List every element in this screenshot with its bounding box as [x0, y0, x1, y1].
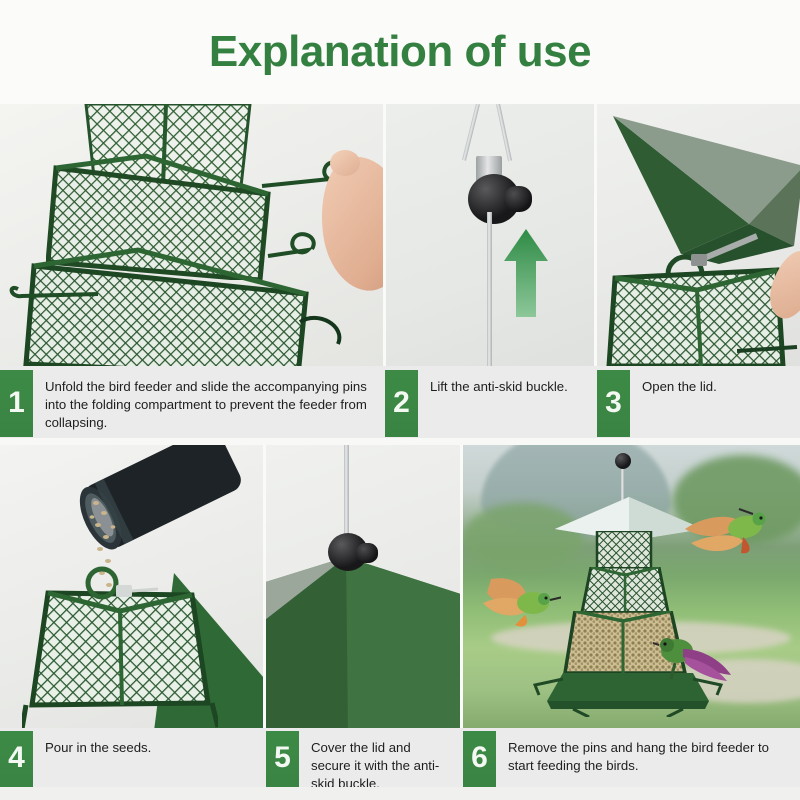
falling-seeds — [78, 497, 148, 597]
step-3-number: 3 — [597, 370, 630, 437]
feeder-roof — [555, 497, 703, 541]
step-3-text: Open the lid. — [642, 379, 717, 394]
anti-skid-buckle-ear — [356, 543, 378, 563]
step-5-photo — [266, 445, 460, 728]
feeder-cage — [601, 264, 791, 366]
step-5-text: Cover the lid and secure it with the ant… — [311, 740, 440, 792]
step-6-text: Remove the pins and hang the bird feeder… — [508, 740, 769, 774]
hummingbird-left — [475, 573, 561, 635]
anti-skid-buckle — [615, 453, 631, 469]
step-2-number: 2 — [385, 370, 418, 437]
title-bar: Explanation of use — [0, 0, 800, 104]
step-4-number: 4 — [0, 731, 33, 787]
feeder-middle-tier — [577, 567, 673, 617]
step-5-number: 5 — [266, 731, 299, 787]
step-2-caption: 2 Lift the anti-skid buckle. — [385, 370, 590, 437]
anti-skid-buckle-ear — [504, 186, 532, 212]
step-3-photo — [597, 104, 800, 366]
row-divider — [0, 438, 800, 445]
step-4-photo — [0, 445, 263, 728]
step-5-caption: 5 Cover the lid and secure it with the a… — [266, 731, 460, 792]
cable — [344, 445, 349, 557]
tree-cluster — [463, 503, 583, 573]
feeder-cage — [22, 577, 218, 728]
step-6-caption: 6 Remove the pins and hang the bird feed… — [463, 731, 800, 787]
step-1-text: Unfold the bird feeder and slide the acc… — [45, 379, 367, 431]
step-4-text: Pour in the seeds. — [45, 740, 152, 755]
up-arrow-icon — [504, 229, 548, 317]
cable-lower — [487, 212, 492, 366]
step-1-number: 1 — [0, 370, 33, 437]
feeder-seed-chamber — [559, 611, 689, 677]
feeder-base-tray — [533, 673, 723, 717]
closed-pyramid-lid — [266, 557, 460, 728]
step-4-caption: 4 Pour in the seeds. — [0, 731, 263, 787]
cable-right-strand — [496, 104, 513, 162]
feeder-lower-tier — [18, 246, 318, 366]
bottom-strip — [0, 787, 800, 800]
step-6-number: 6 — [463, 731, 496, 787]
step-2-text: Lift the anti-skid buckle. — [430, 379, 568, 394]
step-3-caption: 3 Open the lid. — [597, 370, 800, 437]
hanging-cable — [621, 469, 624, 505]
cage-ring-handle — [85, 566, 158, 600]
thumb — [330, 150, 360, 176]
page-title: Explanation of use — [208, 27, 592, 76]
step-2-photo — [386, 104, 594, 366]
step-1-photo — [0, 104, 383, 366]
feeder-middle-tier — [46, 150, 276, 280]
seed-jar — [79, 445, 241, 550]
step-1-caption: 1 Unfold the bird feeder and slide the a… — [0, 370, 380, 437]
pin-rod — [737, 345, 798, 353]
hummingbird-right — [681, 503, 775, 569]
step-6-photo — [463, 445, 800, 728]
cable-left-strand — [462, 104, 480, 161]
hummingbird-perched — [653, 635, 739, 695]
